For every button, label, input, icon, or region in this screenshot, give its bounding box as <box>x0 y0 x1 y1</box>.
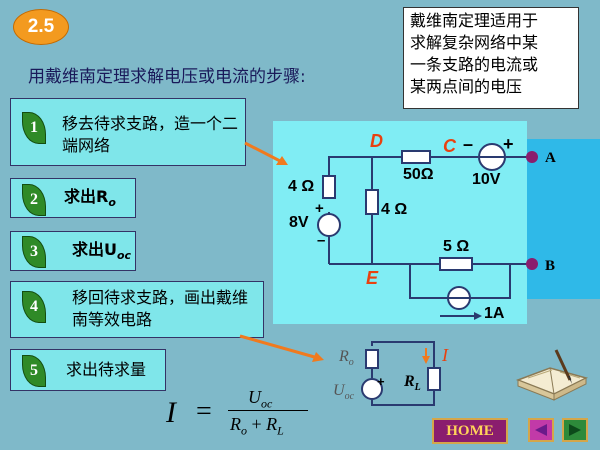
source-label-8v: 8V <box>289 214 309 231</box>
resistor-4ohm-left <box>322 175 336 199</box>
step-2-sub: o <box>108 196 116 210</box>
plus-sign: + <box>377 374 385 389</box>
step-4-box <box>10 281 264 338</box>
rl-letter: R <box>404 373 415 390</box>
triangle-right-icon <box>569 424 581 436</box>
uoc-label: Uoc <box>333 382 354 402</box>
wire <box>328 156 402 178</box>
arrow-head-icon <box>276 156 288 165</box>
resistor-rl <box>427 367 441 391</box>
wire <box>470 264 511 299</box>
step-2-label: 求出R <box>64 187 109 206</box>
wire <box>371 390 435 406</box>
node-c-label: C <box>443 136 456 156</box>
uoc-sub: oc <box>344 391 355 403</box>
arrow-head-icon <box>422 356 430 364</box>
formula-num-sub: oc <box>261 396 273 411</box>
uoc-letter: U <box>333 382 345 399</box>
plus-sign: + <box>315 200 324 217</box>
step-4-text: 移回待求支路，画出戴维南等效电路 <box>72 288 249 329</box>
note-line: 一条支路的电流或 <box>410 55 539 74</box>
resistor-label-50ohm: 50Ω <box>403 166 434 183</box>
formula-denominator: Ro + RL <box>230 414 284 439</box>
prev-button[interactable] <box>528 418 554 442</box>
step-1-box <box>10 98 246 166</box>
step-number: 2 <box>30 191 38 208</box>
resistor-50ohm <box>401 150 431 164</box>
fraction-bar <box>228 410 308 411</box>
note-line: 戴维南定理适用于 <box>410 11 539 30</box>
resistor-label-4ohm: 4 Ω <box>288 178 315 195</box>
voltage-source-uoc <box>361 378 383 400</box>
step-3-label: 求出U <box>72 240 117 259</box>
formula-num-letter: U <box>248 387 261 407</box>
ro-sub: o <box>348 357 354 369</box>
note-line: 某两点间的电压 <box>410 77 523 96</box>
next-button[interactable] <box>562 418 588 442</box>
step-number: 3 <box>30 243 38 260</box>
step-3-sub: oc <box>117 249 132 263</box>
rl-sub: L <box>414 382 421 394</box>
arrow-head-icon <box>312 352 324 362</box>
terminal-a-label: A <box>545 150 556 166</box>
triangle-left-icon <box>535 424 547 436</box>
step-5-text: 求出待求量 <box>66 360 147 379</box>
minus-sign: – <box>463 134 474 154</box>
terminal-b-dot <box>526 258 538 270</box>
step-number: 5 <box>30 362 38 379</box>
step-1-text: 移去待求支路，造一个二端网络 <box>62 114 239 155</box>
formula-eq: = <box>196 396 212 427</box>
pointer-arrow <box>244 141 283 164</box>
wire <box>409 264 448 299</box>
step-number: 4 <box>30 298 38 315</box>
resistor-ro <box>365 349 379 369</box>
resistor-label-4ohm: 4 Ω <box>381 201 408 218</box>
resistor-label-5ohm: 5 Ω <box>443 238 470 255</box>
formula-den-a: R <box>230 414 241 434</box>
rl-label: RL <box>404 373 421 393</box>
note-box: 戴维南定理适用于 求解复杂网络中某 一条支路的电流或 某两点间的电压 <box>403 7 579 109</box>
terminal-a-dot <box>526 151 538 163</box>
resistor-5ohm <box>439 257 473 271</box>
formula-den-a-sub: o <box>241 423 247 438</box>
leaf-icon: 3 <box>22 236 46 268</box>
resistor-4ohm-mid <box>365 189 379 215</box>
section-badge: 2.5 <box>13 9 69 45</box>
plus-sign: + <box>503 134 514 154</box>
formula-den-b: R <box>266 414 278 434</box>
source-label-1a: 1A <box>484 305 505 322</box>
page-title: 用戴维南定理求解电压或电流的步骤: <box>28 67 306 87</box>
formula-den-b-sub: L <box>277 423 284 438</box>
step-number: 1 <box>30 119 38 136</box>
voltage-source-8v <box>317 213 341 237</box>
step-2-text: 求出Ro <box>64 186 116 214</box>
source-label-10v: 10V <box>472 171 501 188</box>
formula-den-plus: + <box>251 414 262 434</box>
pointer-arrow <box>239 334 319 360</box>
ro-letter: R <box>339 348 349 365</box>
current-i-label: I <box>442 345 448 365</box>
ro-label: Ro <box>339 348 354 368</box>
wire <box>371 341 435 372</box>
terminal-b-label: B <box>545 258 556 274</box>
node-e-label: E <box>366 268 379 288</box>
node-d-label: D <box>370 131 383 151</box>
book-icon <box>515 349 589 401</box>
minus-sign: – <box>317 232 326 249</box>
home-button[interactable]: HOME <box>432 418 508 444</box>
note-line: 求解复杂网络中某 <box>410 33 539 52</box>
step-3-text: 求出Uoc <box>72 239 131 267</box>
formula-numerator: Uoc <box>248 387 272 412</box>
terminal-panel <box>525 139 600 299</box>
formula-lhs: I <box>166 396 176 429</box>
arrow-head-icon <box>474 312 482 320</box>
